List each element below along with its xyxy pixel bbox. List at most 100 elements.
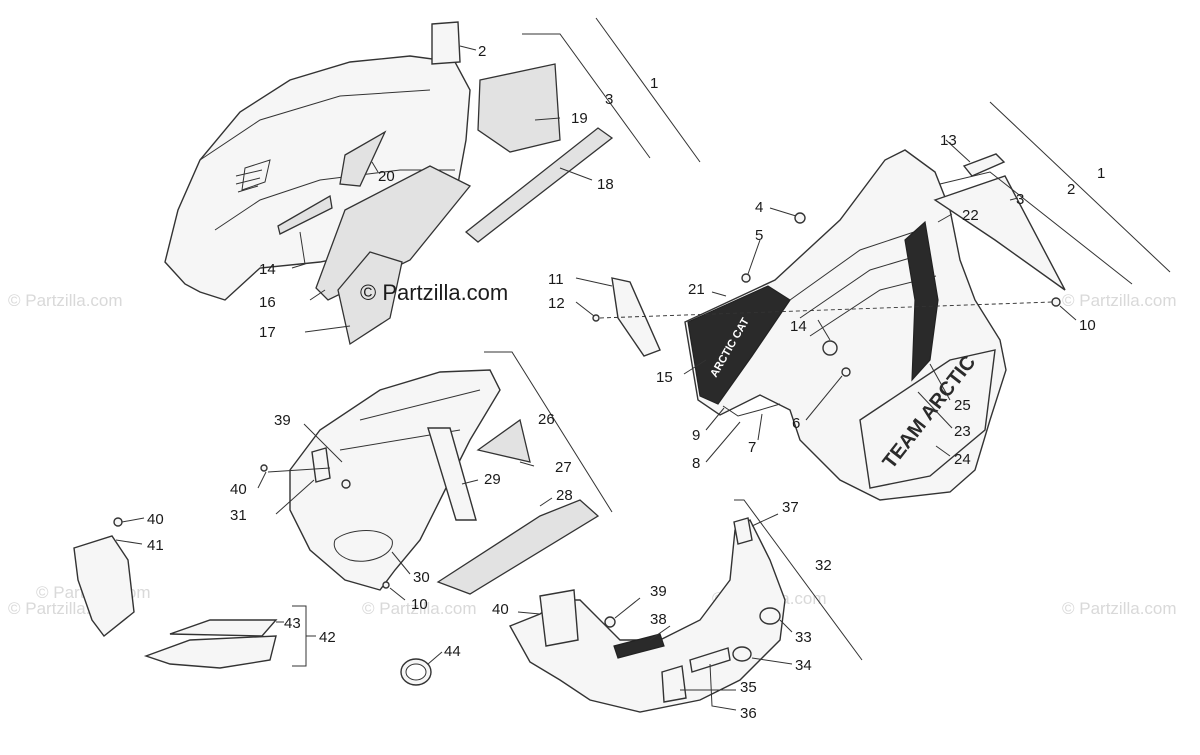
leader-39a <box>303 423 343 463</box>
leader-40b <box>121 517 145 523</box>
callout-4: 4 <box>755 199 763 216</box>
callout-19: 19 <box>571 110 588 127</box>
callout-41: 41 <box>147 537 164 554</box>
part-40a-screw <box>260 464 268 472</box>
callout-44: 44 <box>444 643 461 660</box>
part-10b-pin <box>382 581 390 589</box>
leader-5 <box>747 239 761 275</box>
part-44-ring-inner <box>405 663 427 681</box>
callout-1a: 1 <box>650 75 658 92</box>
part-21-arctic-cat-decal <box>687 285 791 405</box>
part-24-team-arctic-decal <box>859 349 996 489</box>
leader-15 <box>683 359 707 375</box>
callout-7: 7 <box>748 439 756 456</box>
part-39b-fastener <box>604 616 616 628</box>
leader-34 <box>751 657 793 665</box>
leader-3b <box>1009 197 1019 201</box>
callout-17: 17 <box>259 324 276 341</box>
small-parts-group <box>73 517 432 686</box>
watermark-left: © Partzilla.com <box>8 291 123 310</box>
leader-12 <box>575 301 595 317</box>
leader-6 <box>805 375 843 421</box>
callout-14b: 14 <box>790 318 807 335</box>
leader-16 <box>309 289 326 301</box>
callout-40b: 40 <box>147 511 164 528</box>
callout-34: 34 <box>795 657 812 674</box>
part-10a-pin <box>1051 297 1061 307</box>
callout-43: 43 <box>284 615 301 632</box>
leader-40c <box>517 611 541 615</box>
callout-36: 36 <box>740 705 757 722</box>
part-37-clip <box>733 517 753 545</box>
callout-20: 20 <box>378 168 395 185</box>
leader-14b <box>817 319 831 341</box>
leader-10b <box>389 587 406 601</box>
leader-3a <box>459 45 477 51</box>
part-4-fastener <box>794 212 806 224</box>
belly-pan-group <box>260 369 600 595</box>
part-13-handle <box>962 153 1006 177</box>
bracket-2a <box>522 33 651 159</box>
leader-10a <box>1059 305 1077 321</box>
upper-hood-group <box>164 21 614 346</box>
callout-35: 35 <box>740 679 757 696</box>
callout-24: 24 <box>954 451 971 468</box>
dashed-axis-10 <box>599 301 1053 319</box>
callout-12: 12 <box>548 295 565 312</box>
part-36-decal <box>689 647 731 673</box>
callout-2a: 3 <box>605 91 613 108</box>
part-16-foam-pad <box>315 165 472 301</box>
part-40c-bracket <box>539 589 579 647</box>
leader-31 <box>275 479 315 515</box>
callout-26: 26 <box>538 411 555 428</box>
leader-39b <box>614 597 641 619</box>
leader-41 <box>115 539 143 545</box>
callout-25: 25 <box>954 397 971 414</box>
watermark-center: © Partzilla.com <box>360 280 508 305</box>
callout-1b: 1 <box>1097 165 1105 182</box>
callout-31: 31 <box>230 507 247 524</box>
leader-28 <box>539 497 553 507</box>
callout-11: 11 <box>548 271 564 288</box>
leader-40a <box>257 471 267 489</box>
part-18-foam-strip <box>464 127 614 243</box>
leader-4 <box>769 207 797 217</box>
nose-pan-group <box>509 517 786 713</box>
leader-11 <box>575 277 613 287</box>
callout-28: 28 <box>556 487 573 504</box>
belly-pan-opening <box>333 530 393 562</box>
leader-9 <box>705 407 725 431</box>
leader-37 <box>751 513 779 527</box>
part-39a-fastener <box>341 479 351 489</box>
callout-40c: 40 <box>492 601 509 618</box>
callout-10a: 10 <box>1079 317 1096 334</box>
part-6-rivet <box>841 367 851 377</box>
leader-33 <box>779 619 793 633</box>
callout-33: 33 <box>795 629 812 646</box>
hood-crease-1 <box>199 89 431 161</box>
leader-21 <box>711 291 727 297</box>
side-panel-group: ARCTIC CAT TEAM ARCTIC <box>592 149 1066 501</box>
leader-23 <box>917 391 953 429</box>
callout-22: 22 <box>962 207 979 224</box>
bracket-1a <box>595 17 701 163</box>
part-3b-side-clip <box>933 175 1066 291</box>
part-35-decal <box>661 665 687 703</box>
callout-27: 27 <box>555 459 572 476</box>
callout-40a: 40 <box>230 481 247 498</box>
part-28-foam-strip <box>436 499 600 595</box>
callout-6: 6 <box>792 415 800 432</box>
callout-2b: 2 <box>1067 181 1075 198</box>
bracket-1b <box>989 101 1171 273</box>
callout-9: 9 <box>692 427 700 444</box>
part-14-foam-strip <box>277 194 333 235</box>
part-3-top-clip <box>431 21 461 65</box>
leader-36 <box>709 663 737 711</box>
part-40b-screw <box>113 517 123 527</box>
leader-25 <box>929 363 951 401</box>
leader-13 <box>945 139 971 163</box>
part-27-foam-pad <box>476 418 531 463</box>
hood-crease-2 <box>214 169 455 231</box>
